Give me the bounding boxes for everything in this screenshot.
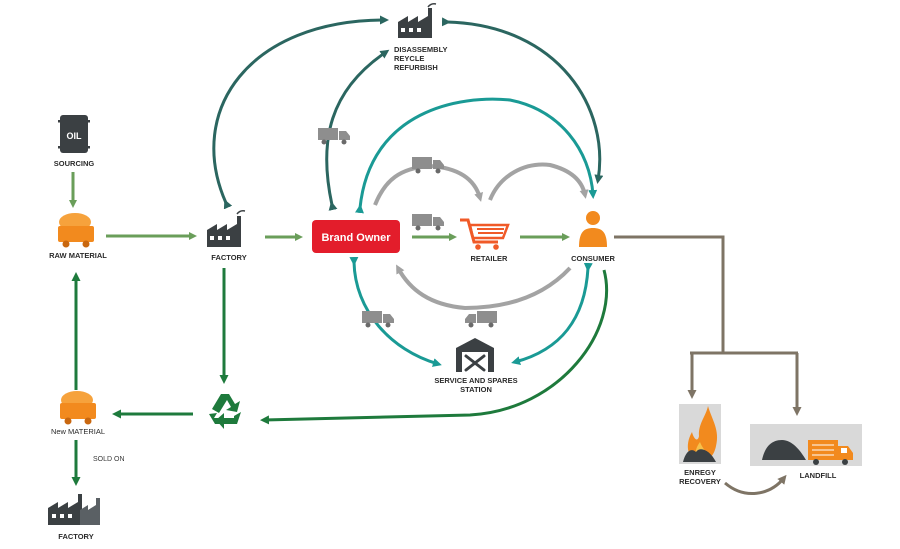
factory-icon: [48, 494, 100, 525]
garbage-truck-icon: [808, 440, 853, 465]
oil-barrel-icon: OIL: [58, 115, 90, 153]
energy-label-2: RECOVERY: [679, 477, 721, 486]
new-material-label: New MATERIAL: [51, 427, 105, 436]
arrow-consumer-to-brand-arc: [396, 264, 572, 311]
brand-owner-label: Brand Owner: [321, 232, 391, 244]
truck-icon: [362, 311, 394, 328]
brand-owner-box: [312, 220, 400, 253]
recycle-icon: [209, 394, 241, 429]
service-label-1: SERVICE AND SPARES: [434, 376, 517, 385]
oil-badge: OIL: [67, 131, 83, 141]
retailer-label: RETAILER: [471, 254, 509, 263]
raw-material-label: RAW MATERIAL: [49, 251, 107, 260]
arrow-brand-to-disassembly: [325, 49, 390, 211]
service-station-icon: [456, 338, 494, 372]
truck-icon: [412, 157, 444, 174]
arrow-consumer-to-end: [614, 235, 725, 353]
factory-icon: [398, 3, 437, 38]
consumer-label: CONSUMER: [571, 254, 615, 263]
arrow-brand-to-service: [349, 256, 442, 367]
truck-icon: [318, 128, 350, 145]
factory-bottom-label: FACTORY: [58, 532, 93, 541]
shopping-cart-icon: [460, 218, 510, 250]
arrow-energy-to-landfill: [724, 474, 787, 496]
mine-cart-icon: [60, 391, 96, 425]
factory-icon: [207, 210, 246, 247]
sourcing-label: SOURCING: [54, 159, 95, 168]
arrow-brand-consumer-loop: [355, 97, 598, 214]
arrow-consumer-to-recycle: [260, 269, 609, 425]
arrow-retailer-to-consumer-arc: [488, 162, 589, 201]
truck-icon: [465, 311, 497, 328]
mine-cart-icon: [58, 213, 94, 248]
arrow-consumer-to-service: [511, 262, 593, 366]
sold-on-label: SOLD ON: [93, 456, 125, 463]
truck-icon: [412, 214, 444, 231]
landfill-label: LANDFILL: [800, 471, 837, 480]
fire-icon: [683, 406, 718, 462]
arrow-brand-to-retailer-arc: [373, 163, 483, 206]
factory-label: FACTORY: [211, 253, 246, 262]
disassembly-label-2: REYCLE: [394, 54, 424, 63]
person-icon: [579, 211, 607, 247]
disassembly-label-1: DISASSEMBLY: [394, 45, 448, 54]
landfill-mound-icon: [762, 440, 806, 460]
disassembly-label-3: REFURBISH: [394, 63, 438, 72]
service-label-2: STATION: [460, 385, 492, 394]
arrow-disassembly-consumer: [441, 17, 604, 184]
arrow-factory-disassembly: [212, 15, 389, 210]
energy-label-1: ENREGY: [684, 468, 716, 477]
